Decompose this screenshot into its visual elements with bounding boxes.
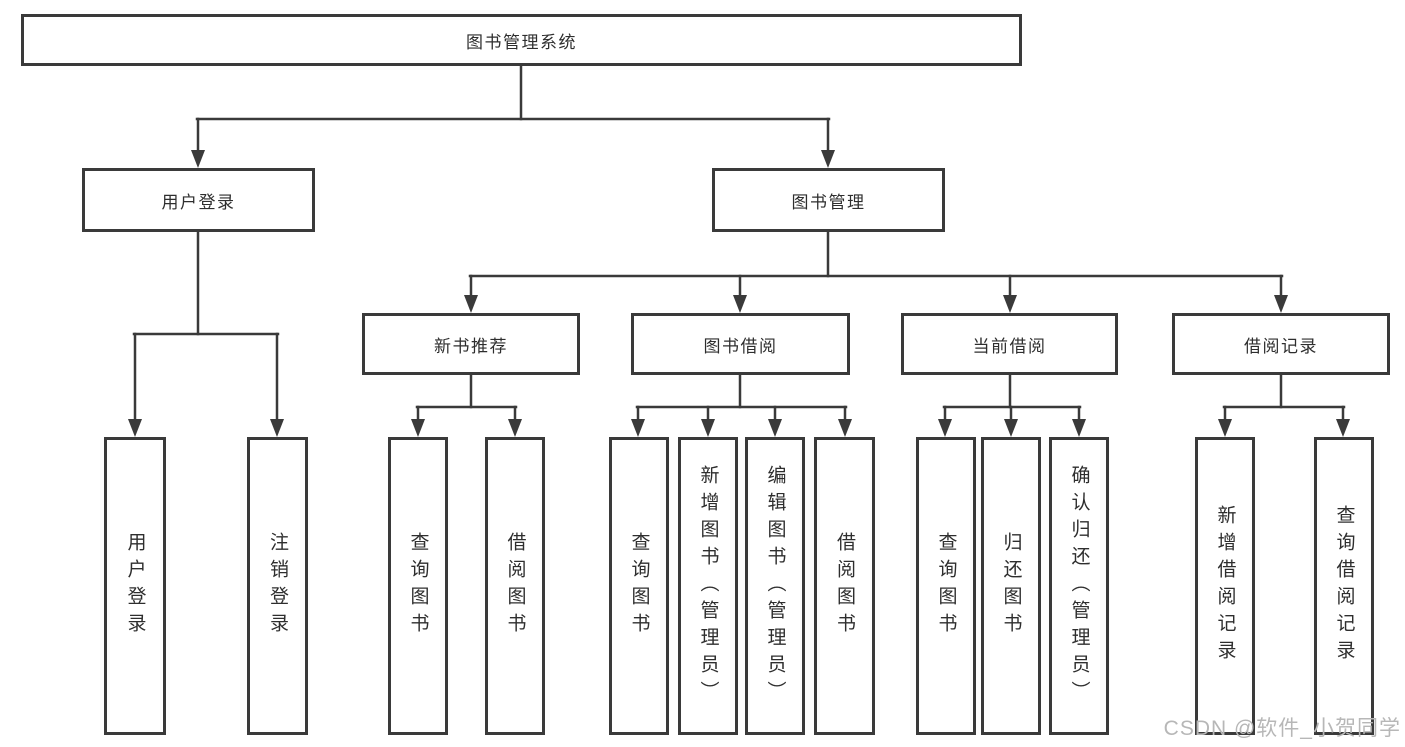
leaf-confirm-return-admin: 确认归还（管理员） <box>1049 437 1109 735</box>
leaf-query-books-recommend: 查询图书 <box>388 437 448 735</box>
leaf-label: 查询图书 <box>407 532 429 640</box>
leaf-query-books-current: 查询图书 <box>916 437 976 735</box>
leaf-label: 用户登录 <box>124 532 146 640</box>
leaf-label: 查询借阅记录 <box>1333 505 1355 667</box>
leaf-query-borrow-record: 查询借阅记录 <box>1314 437 1374 735</box>
node-user-login: 用户登录 <box>82 168 315 232</box>
leaf-query-books-borrow: 查询图书 <box>609 437 669 735</box>
leaf-label: 查询图书 <box>628 532 650 640</box>
node-new-book-recommend: 新书推荐 <box>362 313 580 375</box>
leaf-label: 借阅图书 <box>834 532 855 640</box>
leaf-borrow-books-recommend: 借阅图书 <box>485 437 545 735</box>
node-label: 当前借阅 <box>972 336 1047 356</box>
leaf-label: 确认归还（管理员） <box>1068 464 1090 708</box>
leaf-return-books: 归还图书 <box>981 437 1041 735</box>
node-label: 图书借阅 <box>703 336 778 356</box>
leaf-edit-books-admin: 编辑图书（管理员） <box>745 437 805 735</box>
node-borrow-records: 借阅记录 <box>1172 313 1390 375</box>
leaf-add-borrow-record: 新增借阅记录 <box>1195 437 1255 735</box>
node-book-borrow: 图书借阅 <box>631 313 850 375</box>
node-label: 新书推荐 <box>434 336 508 356</box>
node-label: 图书管理 <box>791 192 866 212</box>
node-label: 借阅记录 <box>1244 336 1318 356</box>
node-current-borrow: 当前借阅 <box>901 313 1118 375</box>
leaf-add-books-admin: 新增图书（管理员） <box>678 437 738 735</box>
node-book-management: 图书管理 <box>712 168 945 232</box>
csdn-watermark: CSDN @软件_小贺同学 <box>1163 717 1401 740</box>
leaf-label: 查询图书 <box>935 532 957 640</box>
leaf-borrow-books: 借阅图书 <box>814 437 875 735</box>
leaf-label: 归还图书 <box>1000 532 1022 640</box>
leaf-label: 编辑图书（管理员） <box>764 464 786 708</box>
node-label: 用户登录 <box>161 192 236 212</box>
leaf-label: 借阅图书 <box>504 532 526 640</box>
leaf-label: 新增借阅记录 <box>1214 505 1236 667</box>
arrowheads <box>128 150 1350 437</box>
leaf-user-login: 用户登录 <box>104 437 166 735</box>
connector-lines <box>132 64 1346 423</box>
leaf-label: 新增图书（管理员） <box>697 464 719 708</box>
node-library-management-system: 图书管理系统 <box>21 14 1022 66</box>
leaf-logout: 注销登录 <box>247 437 308 735</box>
leaf-label: 注销登录 <box>267 532 288 640</box>
node-label: 图书管理系统 <box>466 32 577 52</box>
